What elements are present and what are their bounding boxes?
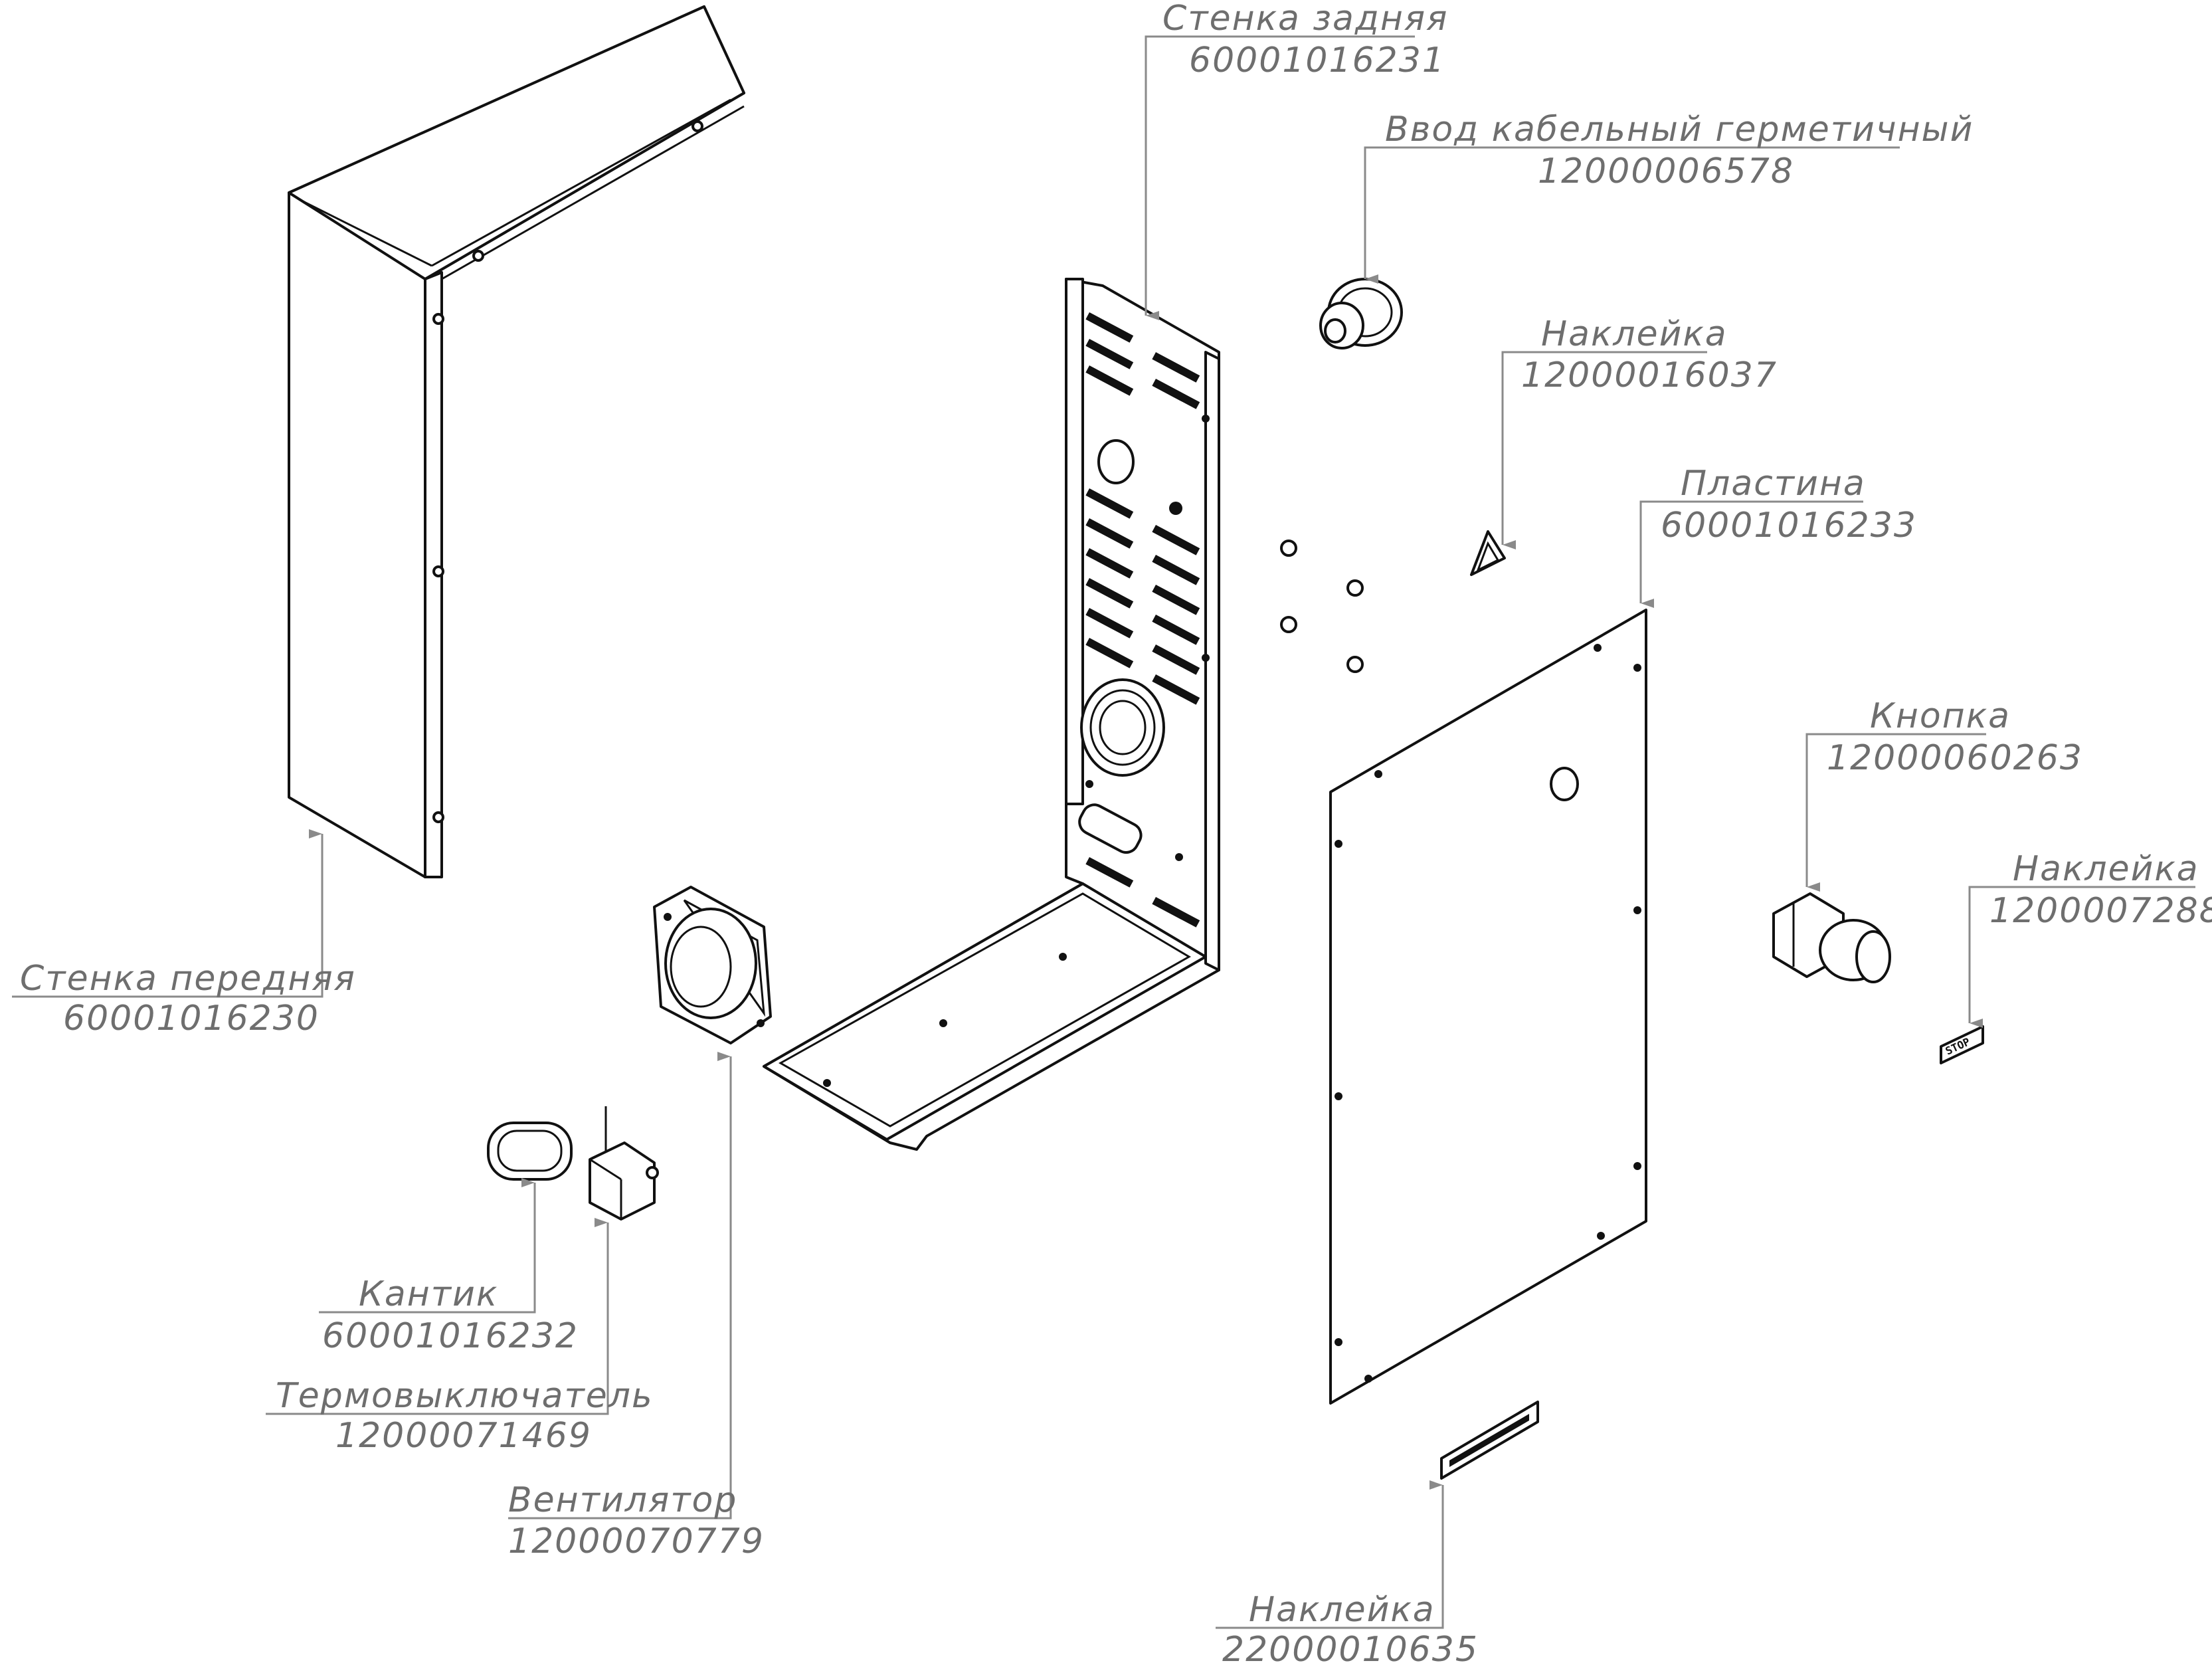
button-name: Кнопка [1870, 696, 2011, 736]
edging-part [487, 1122, 573, 1181]
cable-gland-code: 12000006578 [1538, 151, 1794, 191]
callout-stop-sticker: Наклейка 12000072880 [1989, 849, 2212, 931]
callout-cable-gland: Ввод кабельный герметичный 12000006578 [1385, 110, 1974, 191]
back-wall-part [763, 278, 1220, 1151]
thermoswitch-name: Термовыключатель [276, 1376, 654, 1416]
edging-code: 60001016232 [322, 1316, 579, 1356]
cable-gland-part [1319, 278, 1403, 349]
front-wall-name: Стенка передняя [20, 959, 356, 999]
stop-sticker-part: STOP [1940, 1025, 1984, 1064]
button-part [1772, 892, 1891, 983]
callout-plate: Пластина 60001016233 [1661, 464, 1917, 545]
cable-gland-name: Ввод кабельный герметичный [1385, 110, 1974, 149]
fan-code: 12000070779 [508, 1522, 765, 1561]
plate-part [1329, 609, 1647, 1405]
callout-back-wall: Стенка задняя 60001016231 [1162, 0, 1448, 80]
front-wall-part [288, 5, 745, 878]
plate-name: Пластина [1681, 464, 1866, 504]
thermoswitch-part [589, 1106, 659, 1221]
back-wall-code: 60001016231 [1189, 41, 1445, 80]
callout-thermoswitch: Термовыключатель 12000071469 [276, 1376, 654, 1456]
plate-code: 60001016233 [1661, 506, 1917, 545]
fan-name: Вентилятор [508, 1480, 737, 1520]
front-wall-code: 60001016230 [63, 999, 320, 1038]
fan-part [653, 886, 772, 1044]
callout-front-wall: Стенка передняя 60001016230 [20, 959, 356, 1038]
callout-warning-sticker: Наклейка 12000016037 [1521, 314, 1778, 395]
callout-button: Кнопка 12000060263 [1827, 696, 2083, 778]
label-sticker-code: 22000010635 [1222, 1630, 1479, 1670]
back-wall-name: Стенка задняя [1162, 0, 1448, 39]
leader-lines [12, 35, 2195, 1629]
thermoswitch-code: 12000071469 [335, 1416, 592, 1456]
louver-slots [1085, 312, 1200, 928]
label-sticker-part [1440, 1401, 1539, 1480]
screws [1280, 540, 1364, 673]
callout-edging: Кантик 60001016232 [322, 1274, 579, 1356]
warning-sticker-name: Наклейка [1541, 314, 1728, 354]
edging-name: Кантик [359, 1274, 498, 1314]
warning-sticker-part [1470, 530, 1506, 576]
warning-sticker-code: 12000016037 [1521, 355, 1778, 395]
label-sticker-name: Наклейка [1249, 1590, 1435, 1630]
callout-fan: Вентилятор 12000070779 [508, 1480, 765, 1561]
stop-sticker-code: 12000072880 [1989, 891, 2212, 931]
stop-sticker-name: Наклейка [2013, 849, 2199, 889]
button-code: 12000060263 [1827, 738, 2083, 778]
callout-label-sticker: Наклейка 22000010635 [1222, 1590, 1479, 1670]
